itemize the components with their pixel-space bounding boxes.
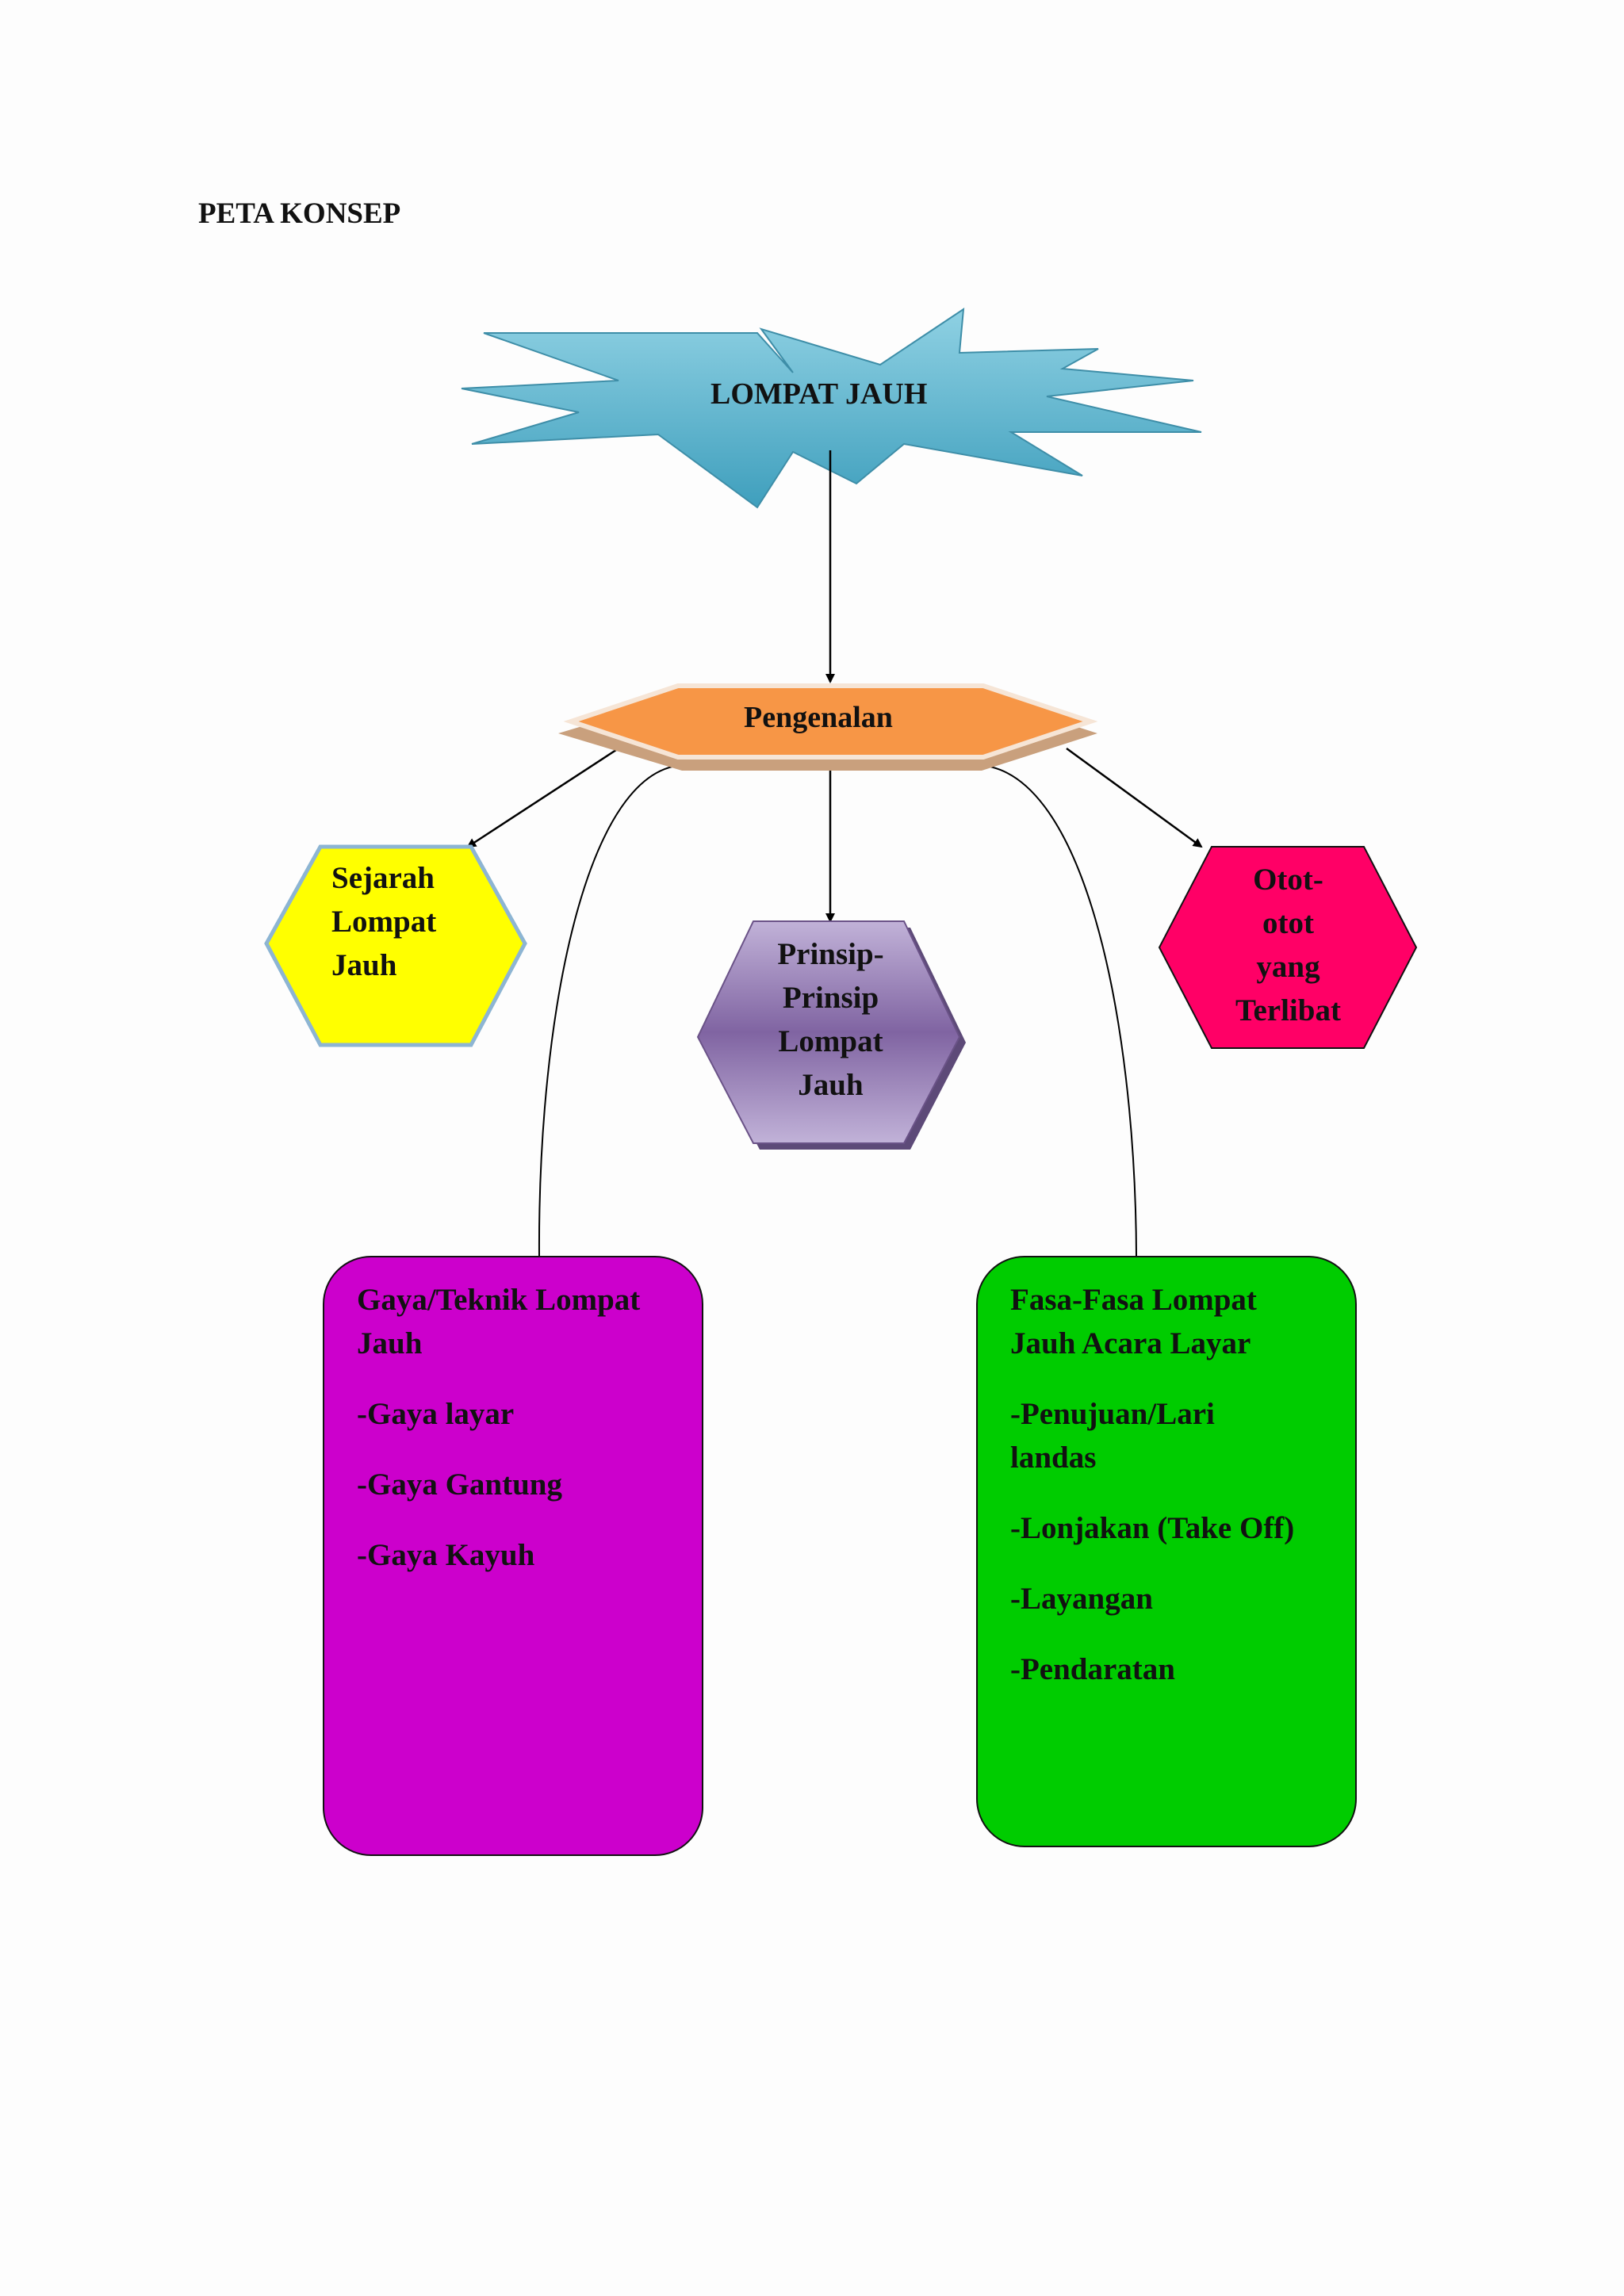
connector-intro-to-gaya <box>538 764 687 1257</box>
prinsip-line: Jauh <box>798 1068 864 1102</box>
fasa-box <box>976 1256 1357 1847</box>
fasa-text: Fasa-Fasa Lompat Jauh Acara Layar -Penuj… <box>1010 1278 1351 1718</box>
gaya-item: -Gaya Gantung <box>357 1468 562 1502</box>
connector-intro-to-fasa <box>975 764 1137 1257</box>
gaya-item: -Gaya Kayuh <box>357 1538 535 1572</box>
root-star-shape <box>461 308 1202 509</box>
gaya-box <box>323 1256 703 1856</box>
fasa-item-line: landas <box>1010 1441 1097 1475</box>
prinsip-label: Prinsip- Prinsip Lompat Jauh <box>749 932 912 1107</box>
page-title: PETA KONSEP <box>198 197 401 230</box>
otot-line: Otot- <box>1253 863 1323 897</box>
fasa-heading-line: Fasa-Fasa Lompat <box>1010 1283 1257 1317</box>
root-label: LOMPAT JAUH <box>710 377 928 411</box>
fasa-item-line: -Penujuan/Lari <box>1010 1397 1215 1431</box>
fasa-heading-line: Jauh Acara Layar <box>1010 1326 1251 1360</box>
fasa-item: -Layangan <box>1010 1582 1153 1616</box>
otot-line: Terlibat <box>1235 993 1341 1027</box>
fasa-item: -Lonjakan (Take Off) <box>1010 1511 1295 1545</box>
arrow-intro-to-otot <box>1066 747 1203 848</box>
otot-line: yang <box>1256 950 1320 984</box>
fasa-item: -Pendaratan <box>1010 1652 1175 1686</box>
prinsip-hexagon <box>696 920 961 1144</box>
prinsip-line: Prinsip <box>782 981 879 1015</box>
fasa-heading: Fasa-Fasa Lompat Jauh Acara Layar <box>1010 1278 1351 1365</box>
gaya-heading-line: Gaya/Teknik Lompat <box>357 1283 641 1317</box>
prinsip-line: Prinsip- <box>777 937 884 971</box>
prinsip-line: Lompat <box>778 1024 883 1058</box>
arrow-intro-to-sejarah <box>466 747 619 848</box>
sejarah-hexagon <box>264 844 527 1047</box>
gaya-item: -Gaya layar <box>357 1397 515 1431</box>
fasa-item: -Penujuan/Lari landas <box>1010 1392 1351 1479</box>
sejarah-line: Jauh <box>331 948 397 982</box>
otot-label: Otot- otot yang Terlibat <box>1207 858 1369 1032</box>
gaya-heading-line: Jauh <box>357 1326 423 1360</box>
otot-hexagon <box>1158 846 1418 1049</box>
gaya-heading: Gaya/Teknik Lompat Jauh <box>357 1278 690 1365</box>
sejarah-line: Lompat <box>331 905 437 939</box>
intro-label: Pengenalan <box>744 701 893 734</box>
sejarah-line: Sejarah <box>331 861 435 895</box>
sejarah-label: Sejarah Lompat Jauh <box>331 856 436 987</box>
gaya-text: Gaya/Teknik Lompat Jauh -Gaya layar -Gay… <box>357 1278 690 1604</box>
otot-line: otot <box>1262 906 1314 940</box>
intro-hexagon <box>563 683 1098 760</box>
